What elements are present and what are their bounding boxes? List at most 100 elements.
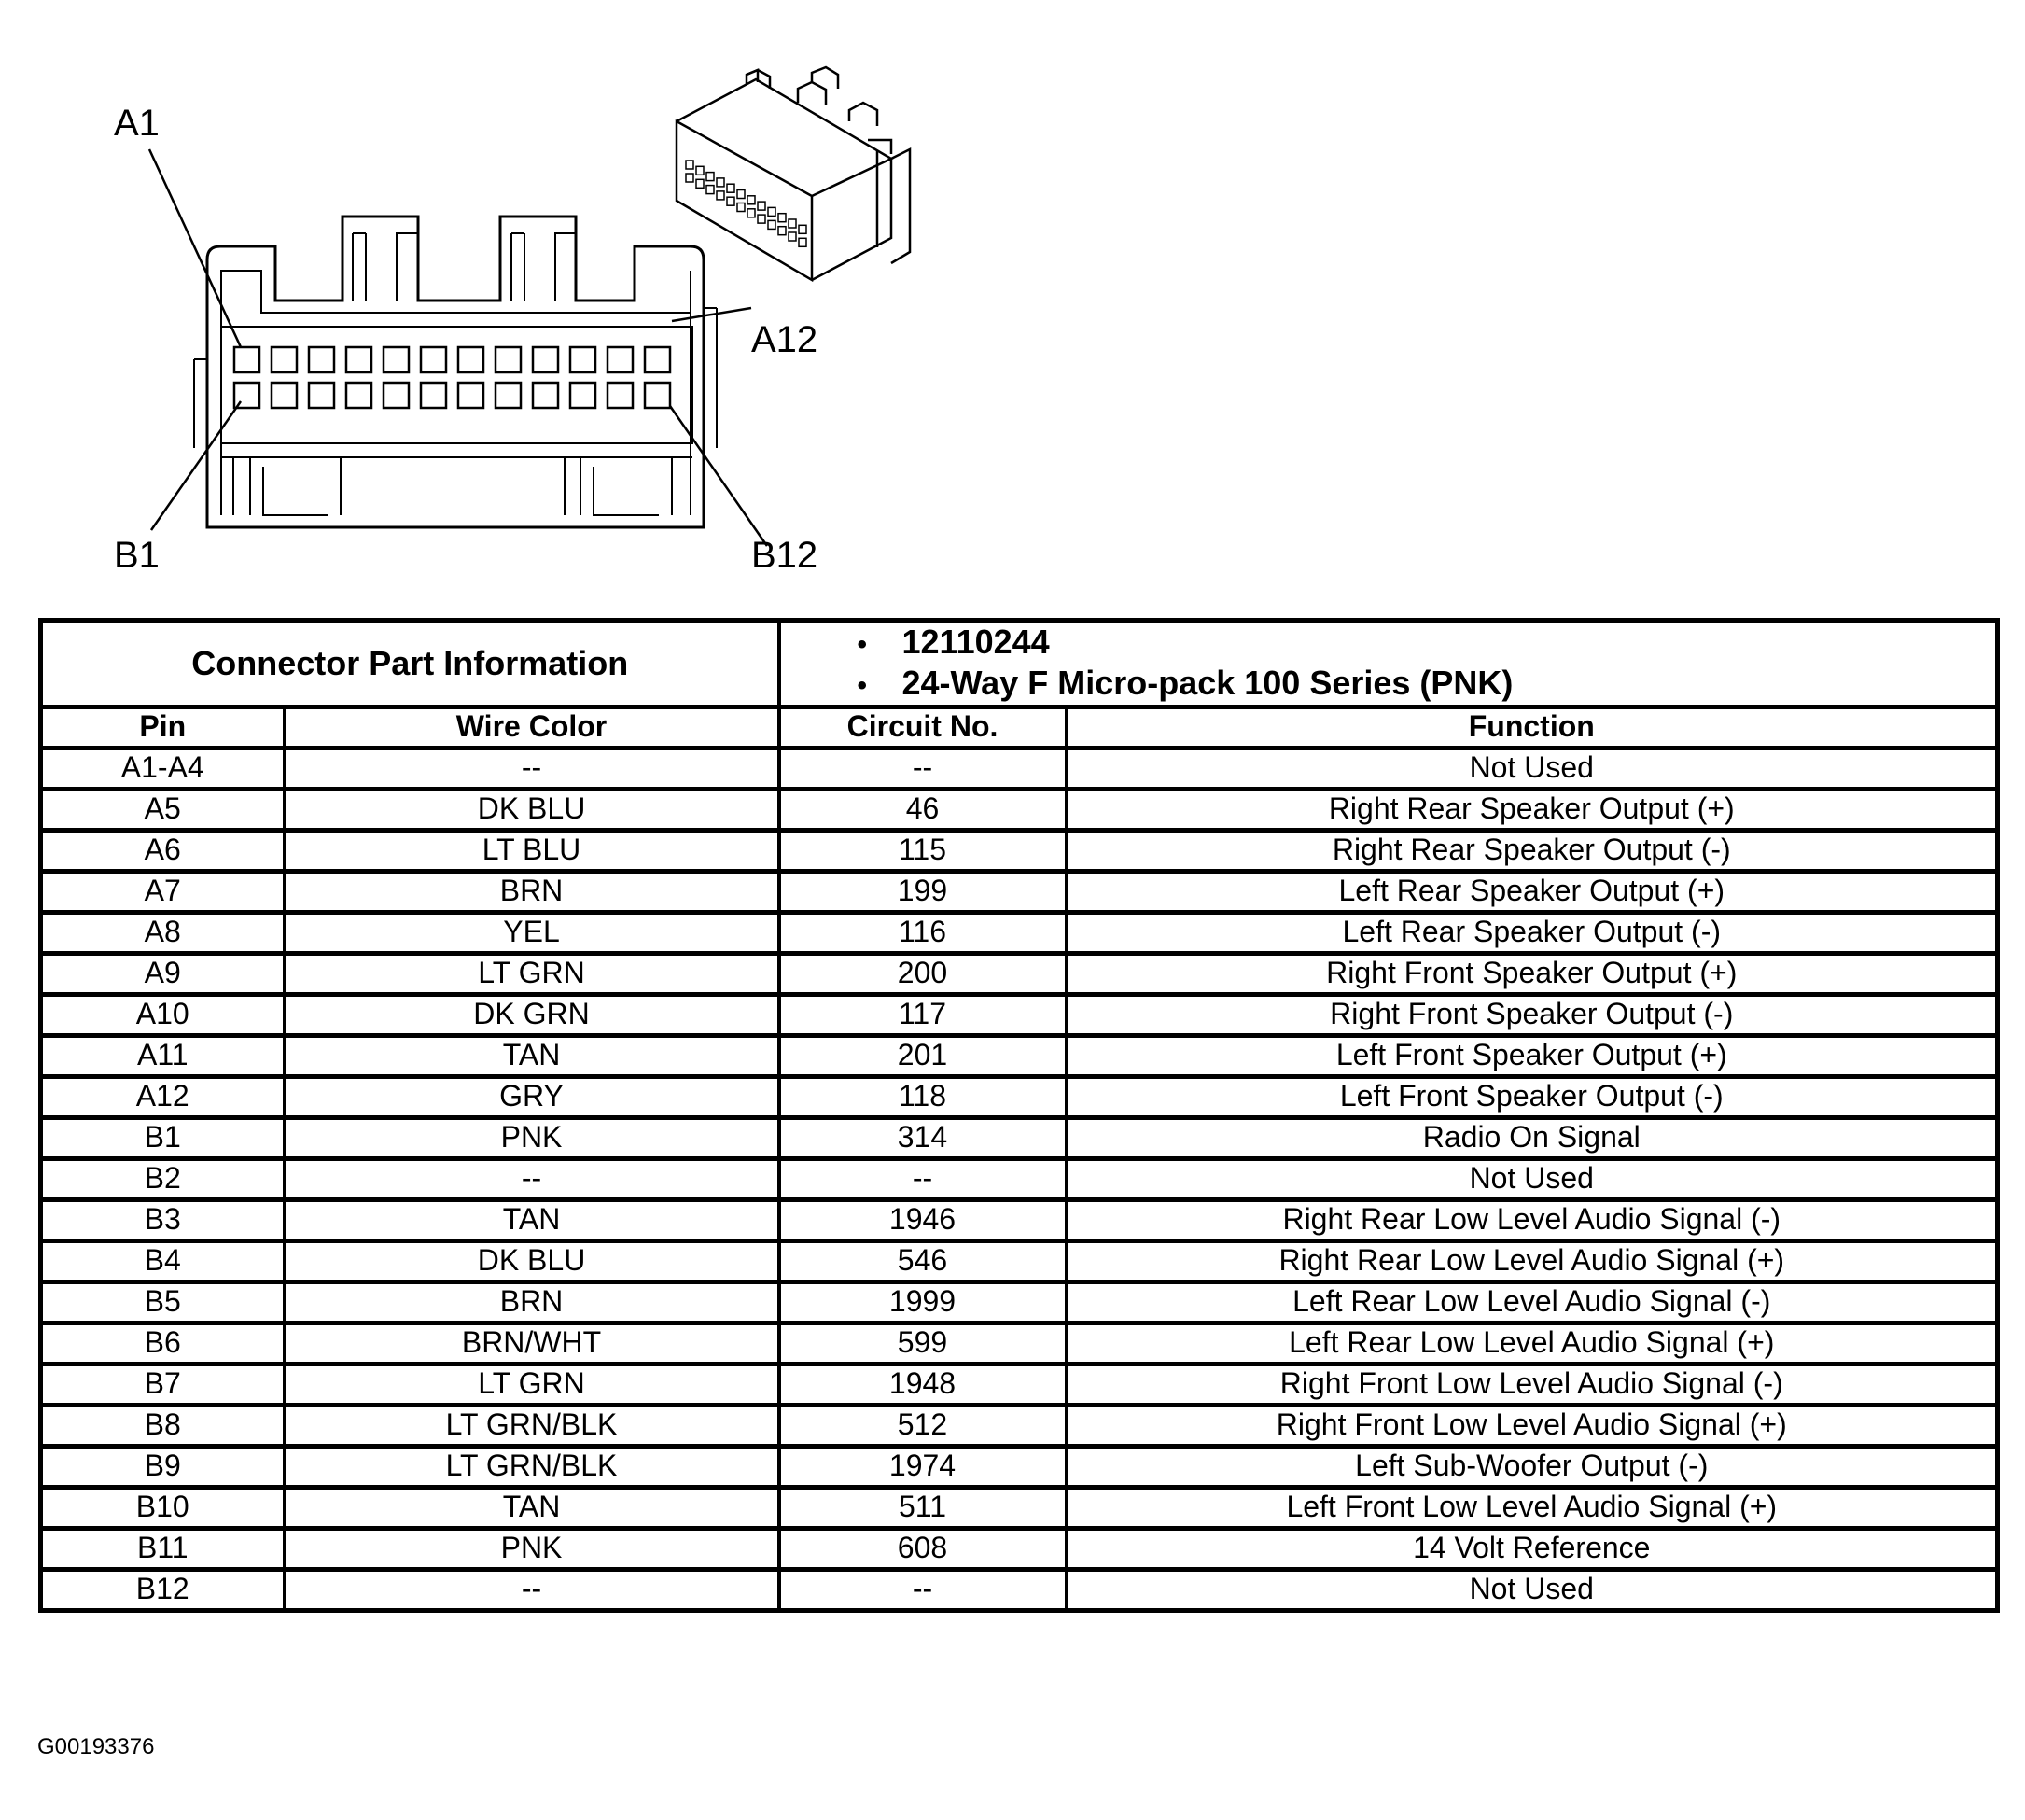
- pin-cavity: [419, 345, 448, 374]
- cell-circuit: 46: [776, 787, 1068, 833]
- cell-pin: B5: [38, 1280, 286, 1325]
- cell-function: Not Used: [1064, 746, 2000, 791]
- label-a1: A1: [114, 103, 160, 144]
- cell-wire-color: DK GRN: [282, 992, 781, 1038]
- isometric-pin-cavity: [695, 178, 705, 189]
- bullet-icon: •: [857, 629, 868, 660]
- cell-function: Left Front Speaker Output (-): [1064, 1074, 2000, 1120]
- pin-cavity: [382, 381, 411, 410]
- cell-pin: B7: [38, 1362, 286, 1407]
- cell-function: Right Rear Speaker Output (+): [1064, 787, 2000, 833]
- isometric-pin-cavity: [788, 218, 797, 229]
- cell-function: Not Used: [1064, 1567, 2000, 1613]
- connector-isometric-view: [675, 65, 912, 283]
- cell-function: Right Front Low Level Audio Signal (+): [1064, 1403, 2000, 1449]
- pin-cavity: [531, 345, 560, 374]
- cell-wire-color: DK BLU: [282, 1239, 781, 1284]
- cell-function: Right Front Speaker Output (+): [1064, 951, 2000, 997]
- pin-cavity: [270, 345, 299, 374]
- isometric-pin-cavity: [767, 219, 776, 231]
- pin-row-b: [232, 381, 672, 410]
- cell-function: Right Rear Low Level Audio Signal (-): [1064, 1197, 2000, 1243]
- pin-cavity: [232, 345, 261, 374]
- cell-wire-color: --: [282, 746, 781, 791]
- cell-circuit: 599: [776, 1321, 1068, 1366]
- table-row: B2----Not Used: [38, 1156, 2000, 1202]
- cell-function: Left Rear Low Level Audio Signal (+): [1064, 1321, 2000, 1366]
- column-header-wire-color: Wire Color: [282, 705, 781, 750]
- cell-wire-color: TAN: [282, 1485, 781, 1531]
- column-header-row: Pin Wire Color Circuit No. Function: [38, 705, 2000, 750]
- cell-wire-color: --: [282, 1567, 781, 1613]
- cell-wire-color: LT GRN: [282, 951, 781, 997]
- cell-pin: A5: [38, 787, 286, 833]
- cell-wire-color: BRN: [282, 869, 781, 915]
- connector-info-label: Connector Part Information: [38, 618, 781, 709]
- cell-function: Radio On Signal: [1064, 1115, 2000, 1161]
- cell-pin: B6: [38, 1321, 286, 1366]
- isometric-pin-cavity: [736, 202, 746, 213]
- table-row: B12----Not Used: [38, 1567, 2000, 1613]
- cell-wire-color: TAN: [282, 1033, 781, 1079]
- cell-pin: B11: [38, 1526, 286, 1572]
- cell-pin: B4: [38, 1239, 286, 1284]
- isometric-pin-cavity: [777, 212, 787, 223]
- pin-cavity: [344, 345, 373, 374]
- cell-function: Left Rear Low Level Audio Signal (-): [1064, 1280, 2000, 1325]
- isometric-pin-cavity: [716, 190, 725, 201]
- connector-pin-table: Connector Part Information •12110244 •24…: [38, 618, 2001, 1613]
- pin-cavity: [232, 381, 261, 410]
- isometric-pin-cavity: [757, 214, 766, 224]
- leader-a12: [671, 306, 752, 323]
- cell-circuit: 1974: [776, 1444, 1068, 1490]
- cell-pin: A10: [38, 992, 286, 1038]
- cell-circuit: 201: [776, 1033, 1068, 1079]
- connector-info-details: •12110244 •24-Way F Micro-pack 100 Serie…: [776, 618, 2000, 709]
- cell-pin: B10: [38, 1485, 286, 1531]
- cell-function: Right Rear Speaker Output (-): [1064, 828, 2000, 874]
- cell-circuit: --: [776, 746, 1068, 791]
- cell-circuit: 117: [776, 992, 1068, 1038]
- cell-wire-color: BRN: [282, 1280, 781, 1325]
- pin-cavity: [643, 381, 672, 410]
- pin-cavity: [382, 345, 411, 374]
- connector-description: 24-Way F Micro-pack 100 Series (PNK): [901, 664, 1514, 702]
- isometric-pin-cavity: [747, 195, 756, 205]
- cell-function: Not Used: [1064, 1156, 2000, 1202]
- leader-a1: [147, 148, 243, 348]
- cell-pin: A1-A4: [38, 746, 286, 791]
- isometric-pin-cavity: [685, 173, 694, 183]
- isometric-pin-cavity: [767, 206, 776, 217]
- cell-pin: B9: [38, 1444, 286, 1490]
- cell-wire-color: LT BLU: [282, 828, 781, 874]
- pin-row-a: [232, 345, 672, 374]
- connector-diagram: A1 A12 B1 B12: [114, 65, 912, 576]
- cell-function: Right Rear Low Level Audio Signal (+): [1064, 1239, 2000, 1284]
- cell-circuit: 546: [776, 1239, 1068, 1284]
- column-header-function: Function: [1064, 705, 2000, 750]
- pin-cavity: [456, 345, 485, 374]
- isometric-pin-cavity: [695, 165, 705, 176]
- cell-circuit: --: [776, 1156, 1068, 1202]
- cell-pin: A6: [38, 828, 286, 874]
- connector-outline: [205, 215, 705, 529]
- cell-pin: A11: [38, 1033, 286, 1079]
- leader-b1: [149, 400, 243, 531]
- cell-pin: A9: [38, 951, 286, 997]
- latch-right: [510, 232, 576, 301]
- cell-circuit: 1946: [776, 1197, 1068, 1243]
- cell-wire-color: --: [282, 1156, 781, 1202]
- cell-circuit: 200: [776, 951, 1068, 997]
- pin-cavity: [270, 381, 299, 410]
- isometric-pin-cavity: [705, 171, 715, 182]
